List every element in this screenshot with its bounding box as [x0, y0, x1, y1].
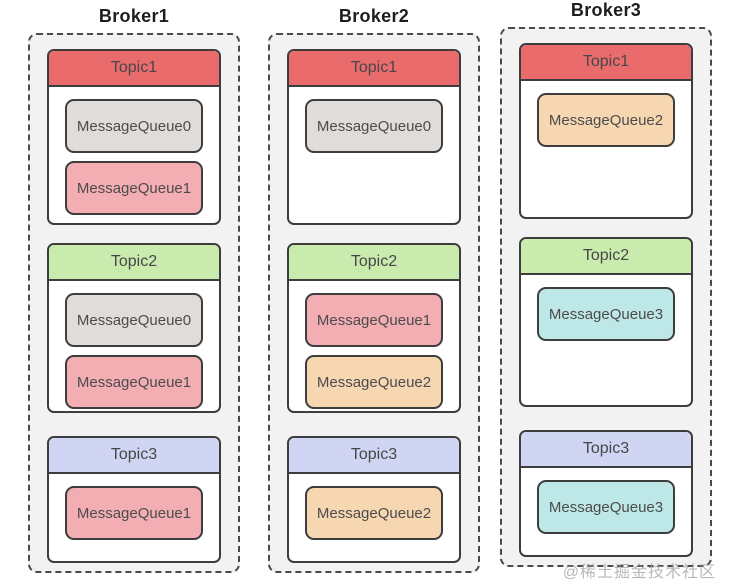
- message-queue: MessageQueue3: [537, 287, 675, 341]
- topic-header: Topic3: [289, 438, 459, 474]
- queue-area: MessageQueue3: [521, 468, 691, 534]
- queue-area: MessageQueue2: [289, 474, 459, 540]
- message-queue: MessageQueue1: [65, 486, 203, 540]
- broker-title: Broker1: [98, 6, 170, 26]
- queue-area: MessageQueue1: [49, 474, 219, 540]
- topic-header: Topic1: [289, 51, 459, 87]
- watermark-text: @稀土掘金技术社区: [562, 564, 716, 581]
- message-queue: MessageQueue1: [65, 161, 203, 215]
- topic-header: Topic1: [521, 45, 691, 81]
- queue-area: MessageQueue0: [289, 87, 459, 153]
- queue-area: MessageQueue3: [521, 275, 691, 341]
- topic-header: Topic3: [521, 432, 691, 468]
- topic-header: Topic2: [289, 245, 459, 281]
- broker-title: Broker2: [338, 6, 410, 26]
- topic-header: Topic2: [49, 245, 219, 281]
- message-queue: MessageQueue3: [537, 480, 675, 534]
- message-queue: MessageQueue0: [65, 99, 203, 153]
- message-queue: MessageQueue0: [65, 293, 203, 347]
- message-queue: MessageQueue2: [305, 486, 443, 540]
- message-queue: MessageQueue0: [305, 99, 443, 153]
- queue-area: MessageQueue2: [521, 81, 691, 147]
- topic-header: Topic2: [521, 239, 691, 275]
- topic-header: Topic3: [49, 438, 219, 474]
- topic-header: Topic1: [49, 51, 219, 87]
- message-queue: MessageQueue1: [305, 293, 443, 347]
- message-queue: MessageQueue2: [537, 93, 675, 147]
- message-queue: MessageQueue2: [305, 355, 443, 409]
- broker-title: Broker3: [570, 0, 642, 20]
- message-queue: MessageQueue1: [65, 355, 203, 409]
